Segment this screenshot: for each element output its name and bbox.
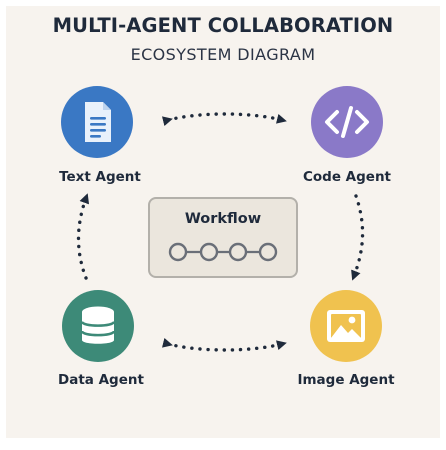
workflow-node xyxy=(168,242,188,262)
image-agent-node xyxy=(310,290,382,362)
diagram-title: MULTI-AGENT COLLABORATION xyxy=(52,14,394,37)
data-agent-node xyxy=(62,290,134,362)
workflow-chain-icon xyxy=(168,242,278,262)
code-agent-node xyxy=(311,86,383,158)
data-agent-label: Data Agent xyxy=(58,372,144,388)
workflow-box: Workflow xyxy=(148,197,298,278)
database-icon xyxy=(62,290,134,362)
arrow-data-text xyxy=(76,193,90,280)
workflow-node xyxy=(258,242,278,262)
workflow-label: Workflow xyxy=(184,211,262,227)
arrow-code-image xyxy=(351,194,365,281)
document-icon xyxy=(61,86,133,158)
text-agent-label: Text Agent xyxy=(59,169,141,185)
workflow-node xyxy=(228,242,248,262)
code-brackets-icon xyxy=(311,86,383,158)
image-icon xyxy=(310,290,382,362)
workflow-node xyxy=(199,242,219,262)
image-agent-label: Image Agent xyxy=(297,372,395,388)
code-agent-label: Code Agent xyxy=(302,169,392,185)
text-agent-node xyxy=(61,86,133,158)
arrow-text-code xyxy=(161,112,287,127)
diagram-subtitle: ECOSYSTEM DIAGRAM xyxy=(130,45,316,64)
arrow-data-image xyxy=(161,337,287,352)
